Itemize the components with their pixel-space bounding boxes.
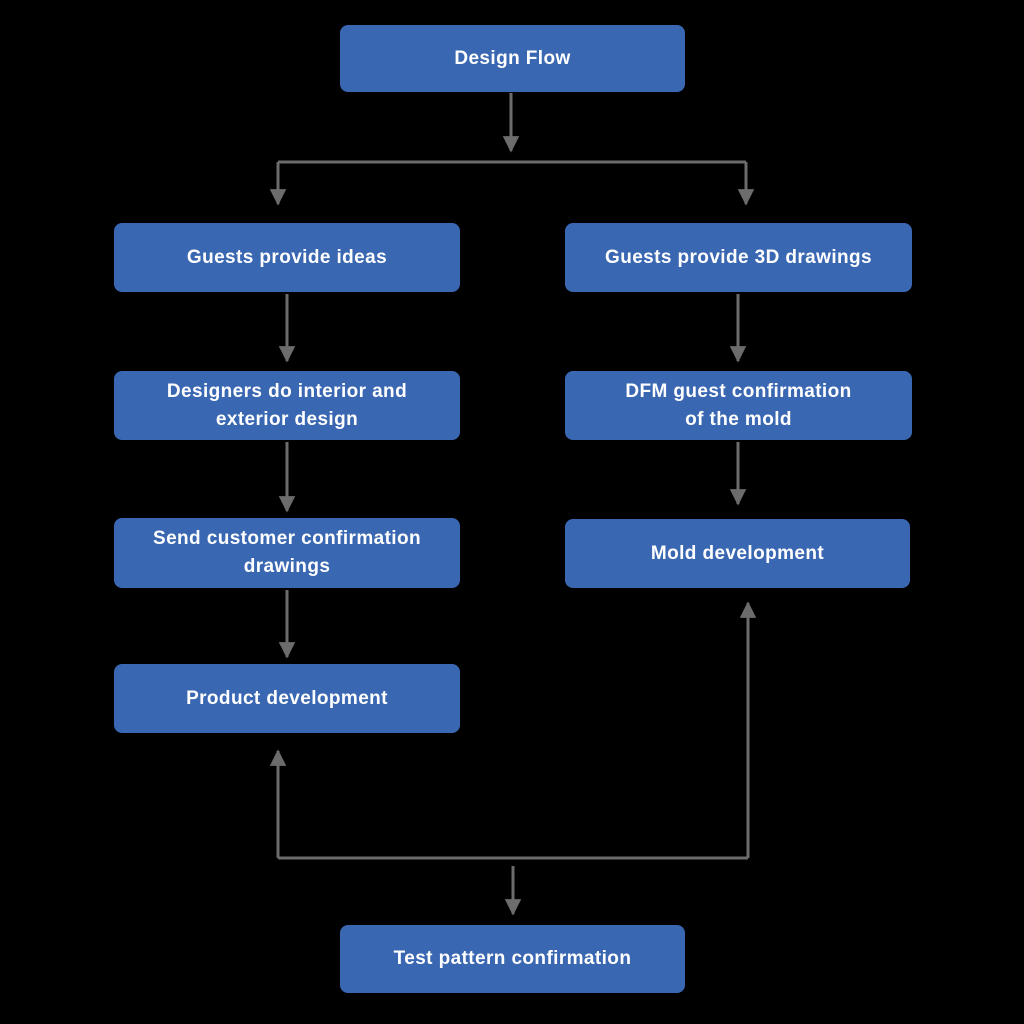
node-test-pattern-confirmation-label: Test pattern confirmation [393,948,632,970]
node-designers-interior-exterior: Designers do interior and exterior desig… [114,371,460,440]
node-send-customer-confirmation-drawings: Send customer confirmation drawings [114,518,460,588]
node-mold-development-label: Mold development [650,542,825,564]
node-guests-provide-3d-drawings: Guests provide 3D drawings [565,223,912,292]
node-test-pattern-confirmation: Test pattern confirmation [340,925,685,993]
node-guests-provide-ideas: Guests provide ideas [114,223,460,292]
node-design-flow-label: Design Flow [454,47,571,69]
node-product-development: Product development [114,664,460,733]
node-dfm-guest-confirmation-label: DFM guest confirmation of the mold [625,380,852,430]
node-product-development-label: Product development [186,687,388,709]
node-guests-provide-ideas-label: Guests provide ideas [186,246,388,268]
node-mold-development: Mold development [565,519,910,588]
node-send-customer-confirmation-drawings-label: Send customer confirmation drawings [153,528,421,577]
node-designers-interior-exterior-label: Designers do interior and exterior desig… [166,380,408,430]
node-design-flow: Design Flow [340,25,685,92]
node-dfm-guest-confirmation: DFM guest confirmation of the mold [565,371,912,440]
node-guests-provide-3d-drawings-label: Guests provide 3D drawings [605,246,872,268]
